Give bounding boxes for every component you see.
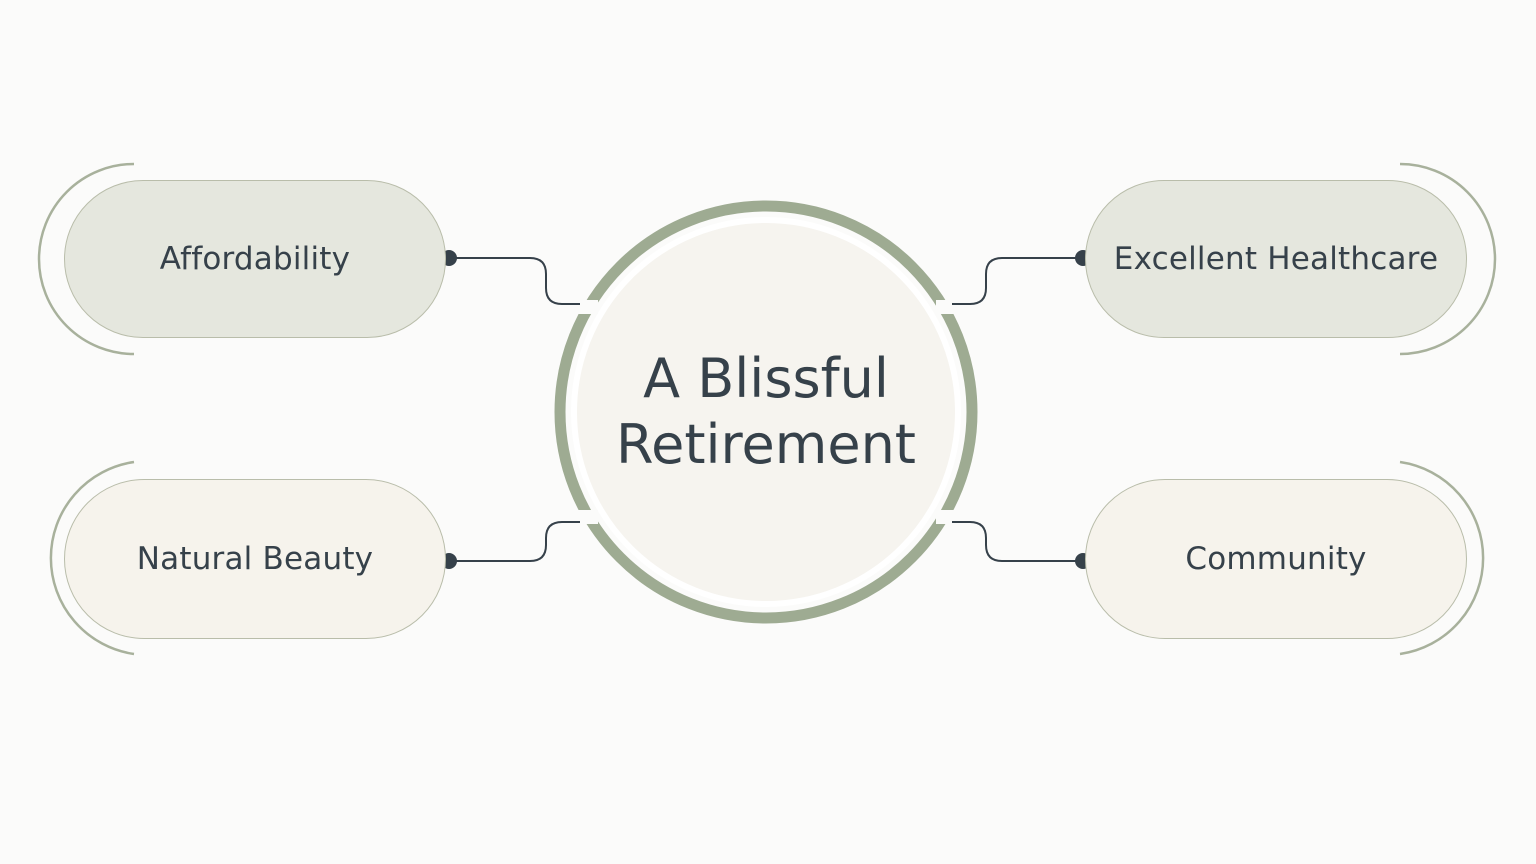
center-node: A Blissful Retirement — [577, 213, 955, 611]
ring-gap-bottom-left — [576, 510, 598, 524]
node-affordability: Affordability — [64, 180, 446, 338]
center-ring — [554, 200, 978, 624]
center-fill — [571, 217, 961, 607]
ring-gap-top-left — [576, 300, 598, 314]
connector-top-left — [449, 257, 580, 305]
outer-arc-bottom-left — [49, 460, 135, 656]
connector-top-right — [952, 257, 1083, 305]
node-excellent-healthcare: Excellent Healthcare — [1085, 180, 1467, 338]
center-title-line-1: A Blissful — [643, 347, 889, 410]
outer-arc-top-right — [1399, 162, 1497, 356]
node-affordability-label: Affordability — [159, 241, 351, 277]
node-community: Community — [1085, 479, 1467, 639]
outer-arc-bottom-right — [1399, 460, 1485, 656]
node-natural-beauty-label: Natural Beauty — [136, 541, 374, 577]
node-community-label: Community — [1185, 541, 1367, 577]
ring-gap-bottom-right — [936, 510, 958, 524]
connector-bottom-right — [952, 521, 1083, 562]
node-natural-beauty: Natural Beauty — [64, 479, 446, 639]
node-excellent-healthcare-label: Excellent Healthcare — [1113, 241, 1439, 277]
center-title-line-2: Retirement — [616, 413, 916, 476]
connector-bottom-left — [449, 521, 580, 562]
outer-arc-top-left — [37, 162, 135, 356]
